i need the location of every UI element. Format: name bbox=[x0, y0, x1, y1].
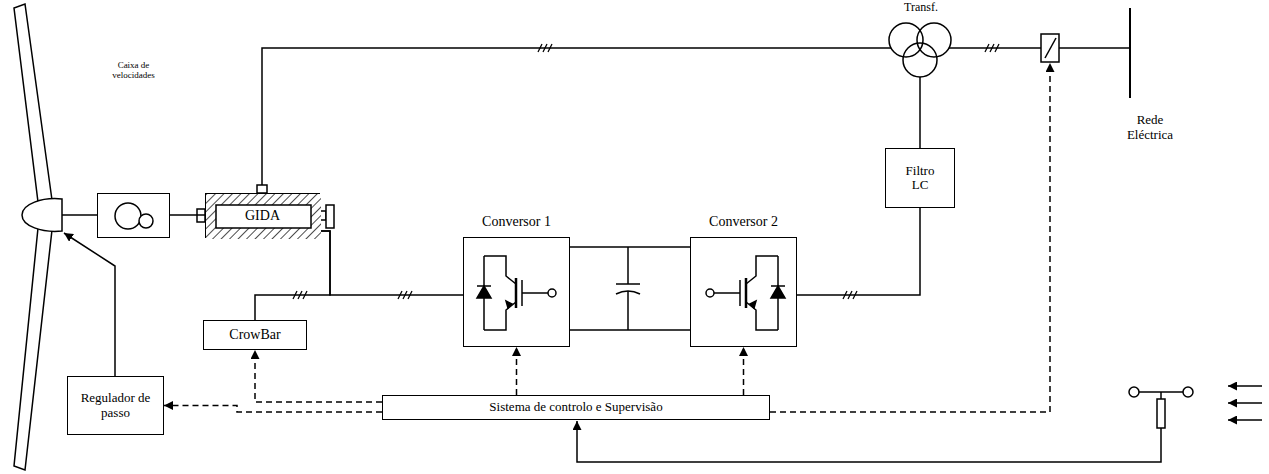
trafo-icon bbox=[903, 43, 937, 77]
anemometer bbox=[1183, 387, 1193, 397]
control-signal-line bbox=[516, 347, 518, 395]
igbt2-icon bbox=[771, 286, 785, 298]
dc-link bbox=[627, 291, 629, 330]
power-connection bbox=[797, 208, 920, 295]
shaft bbox=[62, 214, 97, 216]
igbt2-icon bbox=[706, 256, 785, 330]
node-heading: Conversor 1 bbox=[482, 214, 551, 229]
wind-measure-line bbox=[577, 421, 1161, 462]
turbine-rotor bbox=[14, 4, 62, 470]
igbt-icon bbox=[548, 289, 556, 297]
breaker-control-line bbox=[770, 63, 1050, 412]
grid-connection bbox=[1129, 8, 1131, 98]
transformer-symbol: Transf. bbox=[886, 18, 956, 78]
grid-connection bbox=[1041, 34, 1059, 62]
igbt2-icon bbox=[714, 292, 740, 294]
crowbar-box: CrowBar bbox=[203, 320, 307, 350]
gear-icon bbox=[115, 203, 153, 229]
gear-icon bbox=[115, 203, 141, 229]
gida-icon bbox=[206, 194, 321, 239]
anemometer bbox=[1160, 392, 1162, 399]
power-connection bbox=[570, 246, 690, 248]
turbine-rotor bbox=[14, 228, 52, 470]
dc-link bbox=[570, 247, 690, 330]
gear-icon bbox=[139, 214, 153, 228]
trafo-icon bbox=[917, 23, 951, 57]
filter-box: Filtro LC bbox=[885, 148, 955, 208]
power-connection bbox=[320, 231, 463, 295]
control-system-box: Sistema de controlo e Supervisão bbox=[382, 395, 770, 420]
grid-connection bbox=[1045, 38, 1056, 58]
node-label: CrowBar bbox=[229, 327, 280, 342]
control-signal-line bbox=[255, 350, 382, 402]
igbt2-icon bbox=[750, 301, 756, 308]
igbt2-icon bbox=[746, 302, 778, 330]
node-heading: Caixa de velocidades bbox=[104, 61, 164, 81]
converter-box: Conversor 2 bbox=[690, 237, 797, 347]
wind-arrows bbox=[1228, 402, 1262, 404]
gida-icon bbox=[216, 205, 311, 228]
igbt2-icon bbox=[746, 256, 778, 284]
generator-box: GIDA bbox=[205, 193, 320, 238]
node-heading: Conversor 2 bbox=[709, 214, 778, 229]
igbt-icon bbox=[522, 292, 548, 294]
wind-arrows bbox=[1228, 419, 1262, 421]
igbt-icon bbox=[484, 302, 516, 330]
shaft bbox=[326, 205, 334, 228]
dc-link bbox=[616, 283, 640, 285]
igbt2-icon bbox=[706, 289, 714, 297]
anemometer bbox=[1129, 387, 1139, 397]
turbine-rotor bbox=[14, 4, 52, 202]
anemometer bbox=[1129, 387, 1193, 428]
control-signal-line bbox=[743, 347, 745, 395]
node-label: Regulador de passo bbox=[73, 391, 158, 420]
gida-icon bbox=[206, 194, 321, 239]
gear-icon bbox=[98, 194, 169, 237]
power-connection bbox=[170, 214, 205, 216]
power-connection bbox=[919, 77, 921, 148]
three-phase-marks bbox=[985, 44, 999, 52]
turbine-rotor bbox=[22, 199, 62, 232]
igbt2-icon bbox=[745, 278, 748, 308]
igbt-icon bbox=[506, 301, 512, 308]
igbt-icon bbox=[477, 256, 556, 330]
grid-label: Rede Eléctrica bbox=[1115, 113, 1185, 143]
dc-link bbox=[570, 329, 690, 331]
power-connection bbox=[262, 48, 891, 185]
grid-connection bbox=[1059, 47, 1130, 49]
node-label: Filtro LC bbox=[898, 164, 943, 193]
three-phase-marks bbox=[293, 44, 999, 299]
igbt-icon bbox=[477, 286, 491, 298]
igbt2-icon bbox=[771, 285, 785, 287]
grid-connection bbox=[949, 8, 1130, 98]
anemometer bbox=[1157, 399, 1165, 428]
igbt-icon bbox=[484, 256, 516, 284]
power-connection bbox=[255, 231, 330, 320]
igbt-icon bbox=[464, 238, 569, 346]
node-label: GIDA bbox=[245, 208, 280, 223]
gearbox-box: Caixa de velocidades bbox=[97, 193, 170, 238]
node-label: Sistema de controlo e Supervisão bbox=[489, 400, 662, 414]
igbt2-icon bbox=[706, 256, 785, 330]
igbt2-icon bbox=[691, 238, 796, 346]
trafo-icon bbox=[886, 18, 956, 78]
grid-connection bbox=[949, 47, 1041, 49]
control-signal-line bbox=[164, 406, 382, 413]
igbt-icon bbox=[477, 285, 491, 287]
trafo-icon bbox=[889, 23, 923, 57]
node-heading: Transf. bbox=[904, 1, 938, 14]
trafo-icon bbox=[889, 23, 951, 77]
pitch-actuator-link bbox=[64, 233, 115, 376]
wind-arrows bbox=[1228, 385, 1262, 387]
igbt-icon bbox=[515, 278, 518, 308]
pitch-regulator-box: Regulador de passo bbox=[67, 376, 164, 435]
converter-box: Conversor 1 bbox=[463, 237, 570, 347]
shaft bbox=[257, 185, 267, 193]
dc-link bbox=[627, 247, 629, 284]
wind-arrows bbox=[1228, 386, 1262, 420]
